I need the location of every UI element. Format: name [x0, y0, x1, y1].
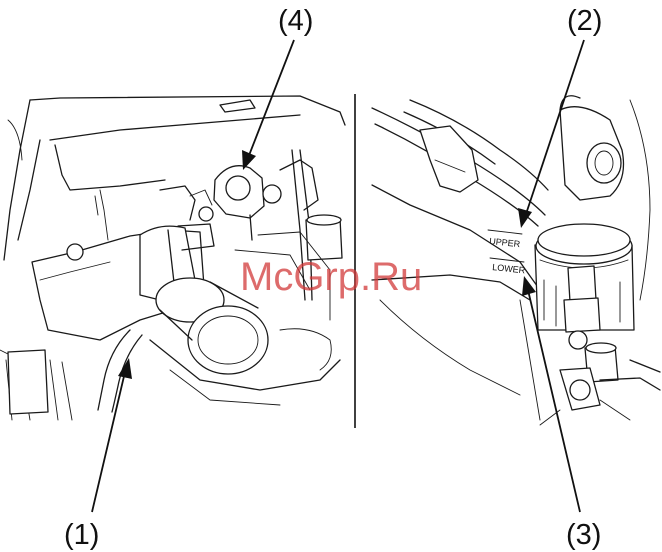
watermark-text: McGrp.Ru: [240, 255, 422, 299]
lower-level-mark: LOWER: [492, 262, 526, 275]
callout-label-1: (1): [64, 519, 99, 551]
callout-label-4: (4): [278, 5, 313, 37]
leader-line-4: [248, 40, 294, 158]
leader-line-1: [92, 372, 125, 512]
callout-label-3: (3): [566, 519, 601, 551]
arrowhead-2: [518, 208, 532, 228]
arrowhead-3: [522, 276, 536, 296]
upper-level-mark: UPPER: [489, 236, 521, 249]
callout-label-2: (2): [567, 5, 602, 37]
